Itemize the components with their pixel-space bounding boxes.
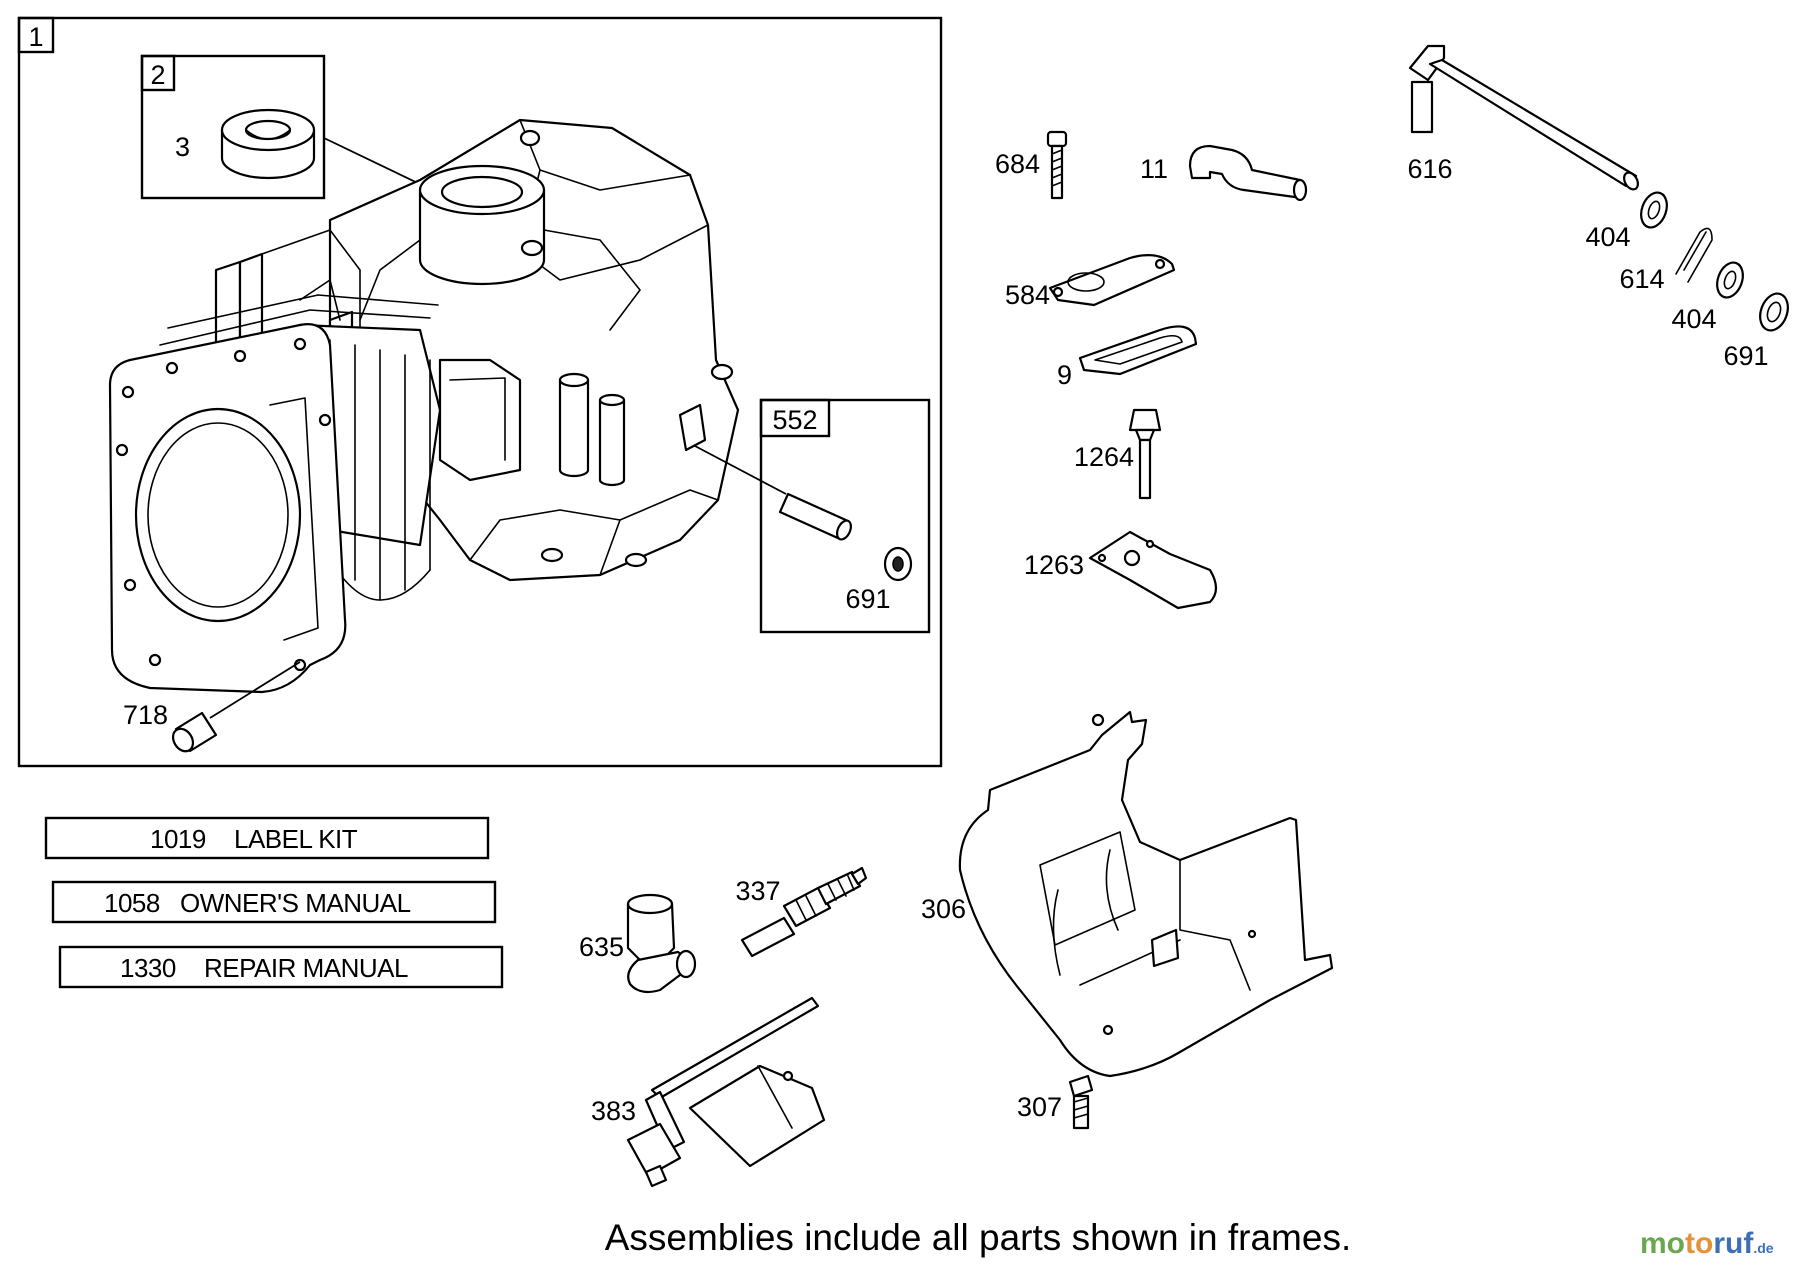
svg-text:motoruf.de: motoruf.de bbox=[1640, 1227, 1774, 1260]
seal-691-b-part bbox=[1759, 292, 1789, 332]
screw-307-part bbox=[1068, 1074, 1094, 1130]
literature-number: 1019 bbox=[150, 824, 206, 854]
seal-691-part bbox=[883, 546, 913, 582]
frame-2-bearing-kit: 2 3 bbox=[140, 54, 326, 200]
bolt-684-part bbox=[1046, 130, 1068, 200]
literature-number: 1330 bbox=[120, 953, 176, 983]
callout-11: 11 bbox=[1140, 154, 1168, 184]
motoruf-logo: motoruf.de bbox=[1640, 1227, 1774, 1260]
callout-616: 616 bbox=[1407, 154, 1452, 184]
literature-item: 1058 OWNER'S MANUAL bbox=[51, 880, 497, 924]
literature-list: 1019 LABEL KIT 1058 OWNER'S MANUAL 1330 … bbox=[44, 816, 504, 989]
literature-title: REPAIR MANUAL bbox=[204, 953, 408, 983]
callout-1263: 1263 bbox=[1024, 550, 1084, 580]
assemblies-caption: Assemblies include all parts shown in fr… bbox=[605, 1217, 1352, 1258]
frame-1-cylinder-assembly: 1 2 3 bbox=[17, 16, 943, 768]
callout-584: 584 bbox=[1005, 280, 1050, 310]
callout-404-b: 404 bbox=[1671, 304, 1716, 334]
spark-plug-part bbox=[740, 866, 868, 958]
breather-cover-part bbox=[1048, 253, 1176, 307]
callout-684: 684 bbox=[995, 149, 1040, 179]
spark-plug-wrench-part bbox=[626, 996, 826, 1188]
frame-552-pin-kit: 552 691 bbox=[759, 398, 931, 634]
callout-1264: 1264 bbox=[1074, 442, 1134, 472]
breather-tube-part bbox=[1188, 144, 1308, 202]
bearing-seal-part bbox=[220, 108, 316, 180]
hairpin-clip-part bbox=[1675, 227, 1713, 283]
washer-404-b-part bbox=[1716, 261, 1744, 299]
callout-718: 718 bbox=[123, 700, 168, 730]
callout-383: 383 bbox=[591, 1096, 636, 1126]
literature-number: 1058 bbox=[104, 888, 160, 918]
cylinder-block-part bbox=[108, 118, 740, 694]
callout-307: 307 bbox=[1017, 1092, 1062, 1122]
callout-691-b: 691 bbox=[1723, 341, 1768, 371]
callout-404-a: 404 bbox=[1585, 222, 1630, 252]
governor-shaft-part bbox=[1408, 44, 1639, 191]
cylinder-shield-part bbox=[958, 710, 1334, 1078]
baffle-1263-part bbox=[1088, 530, 1218, 610]
frame-552-number: 552 bbox=[772, 405, 817, 435]
literature-item: 1330 REPAIR MANUAL bbox=[58, 945, 504, 989]
frame-2-number: 2 bbox=[150, 60, 165, 90]
callout-9: 9 bbox=[1057, 360, 1072, 390]
callout-635: 635 bbox=[579, 932, 624, 962]
locating-pin-part bbox=[778, 492, 852, 541]
callout-3: 3 bbox=[175, 132, 190, 162]
dowel-pin-part bbox=[171, 711, 218, 753]
callout-614: 614 bbox=[1619, 264, 1664, 294]
literature-item: 1019 LABEL KIT bbox=[44, 816, 490, 860]
callout-337: 337 bbox=[735, 876, 780, 906]
callout-306: 306 bbox=[921, 894, 966, 924]
frame-1-number: 1 bbox=[28, 22, 43, 52]
spark-plug-boot-part bbox=[626, 893, 697, 994]
callout-691-in-frame: 691 bbox=[845, 584, 890, 614]
washer-404-a-part bbox=[1640, 191, 1668, 229]
bolt-1264-part bbox=[1128, 408, 1162, 500]
literature-title: OWNER'S MANUAL bbox=[180, 888, 411, 918]
literature-title: LABEL KIT bbox=[234, 824, 358, 854]
gasket-9-part bbox=[1078, 325, 1198, 376]
